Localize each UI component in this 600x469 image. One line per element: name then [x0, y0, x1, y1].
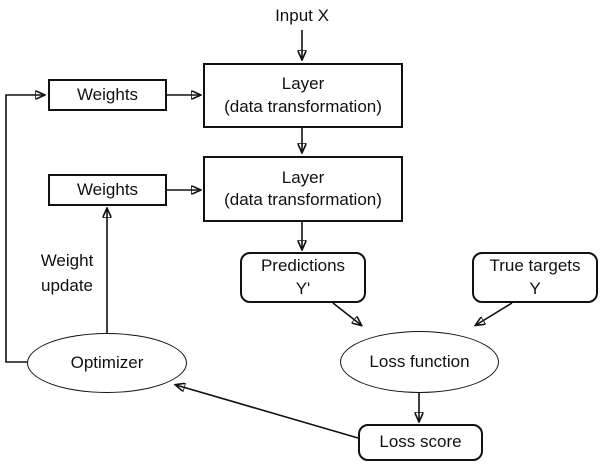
true-targets-symbol: Y — [529, 278, 541, 298]
weight-update-line1: Weight — [40, 251, 94, 270]
weights-1-text: Weights — [76, 84, 139, 104]
input-x-label: Input X — [247, 4, 357, 29]
layer-1-subtitle: (data transformation) — [224, 96, 382, 116]
layer-1-title: Layer — [281, 74, 325, 94]
loss-score-box: Loss score — [358, 424, 483, 461]
loss-function-ellipse: Loss function — [340, 331, 499, 393]
layer-2-subtitle: (data transformation) — [224, 190, 382, 209]
predictions-box: Predictions Y' — [240, 252, 366, 303]
loss-function-text: Loss function — [369, 351, 470, 371]
edge-optimizer-to-weights1 — [5, 95, 44, 363]
edge-truetargets-to-lossfunction — [476, 302, 513, 325]
loss-score-text: Loss score — [379, 432, 462, 452]
input-x-text: Input X — [275, 6, 329, 25]
optimizer-text: Optimizer — [70, 352, 144, 372]
predictions-title: Predictions — [260, 256, 346, 276]
true-targets-title: True targets — [489, 256, 581, 276]
weights-2-text: Weights — [76, 179, 139, 199]
weights-2-box: Weights — [48, 174, 167, 206]
optimizer-ellipse: Optimizer — [27, 333, 187, 393]
predictions-symbol: Y' — [295, 278, 311, 298]
true-targets-box: True targets Y — [472, 252, 598, 303]
weight-update-label: Weight update — [15, 249, 119, 298]
layer-2-box: Layer (data transformation) — [203, 156, 403, 222]
edge-predictions-to-lossfunction — [332, 302, 361, 325]
layer-2-title: Layer — [281, 167, 325, 187]
layer-1-box: Layer (data transformation) — [203, 63, 403, 128]
edge-lossscore-to-optimizer — [176, 385, 359, 439]
weights-1-box: Weights — [48, 79, 167, 111]
weight-update-line2: update — [41, 275, 93, 295]
